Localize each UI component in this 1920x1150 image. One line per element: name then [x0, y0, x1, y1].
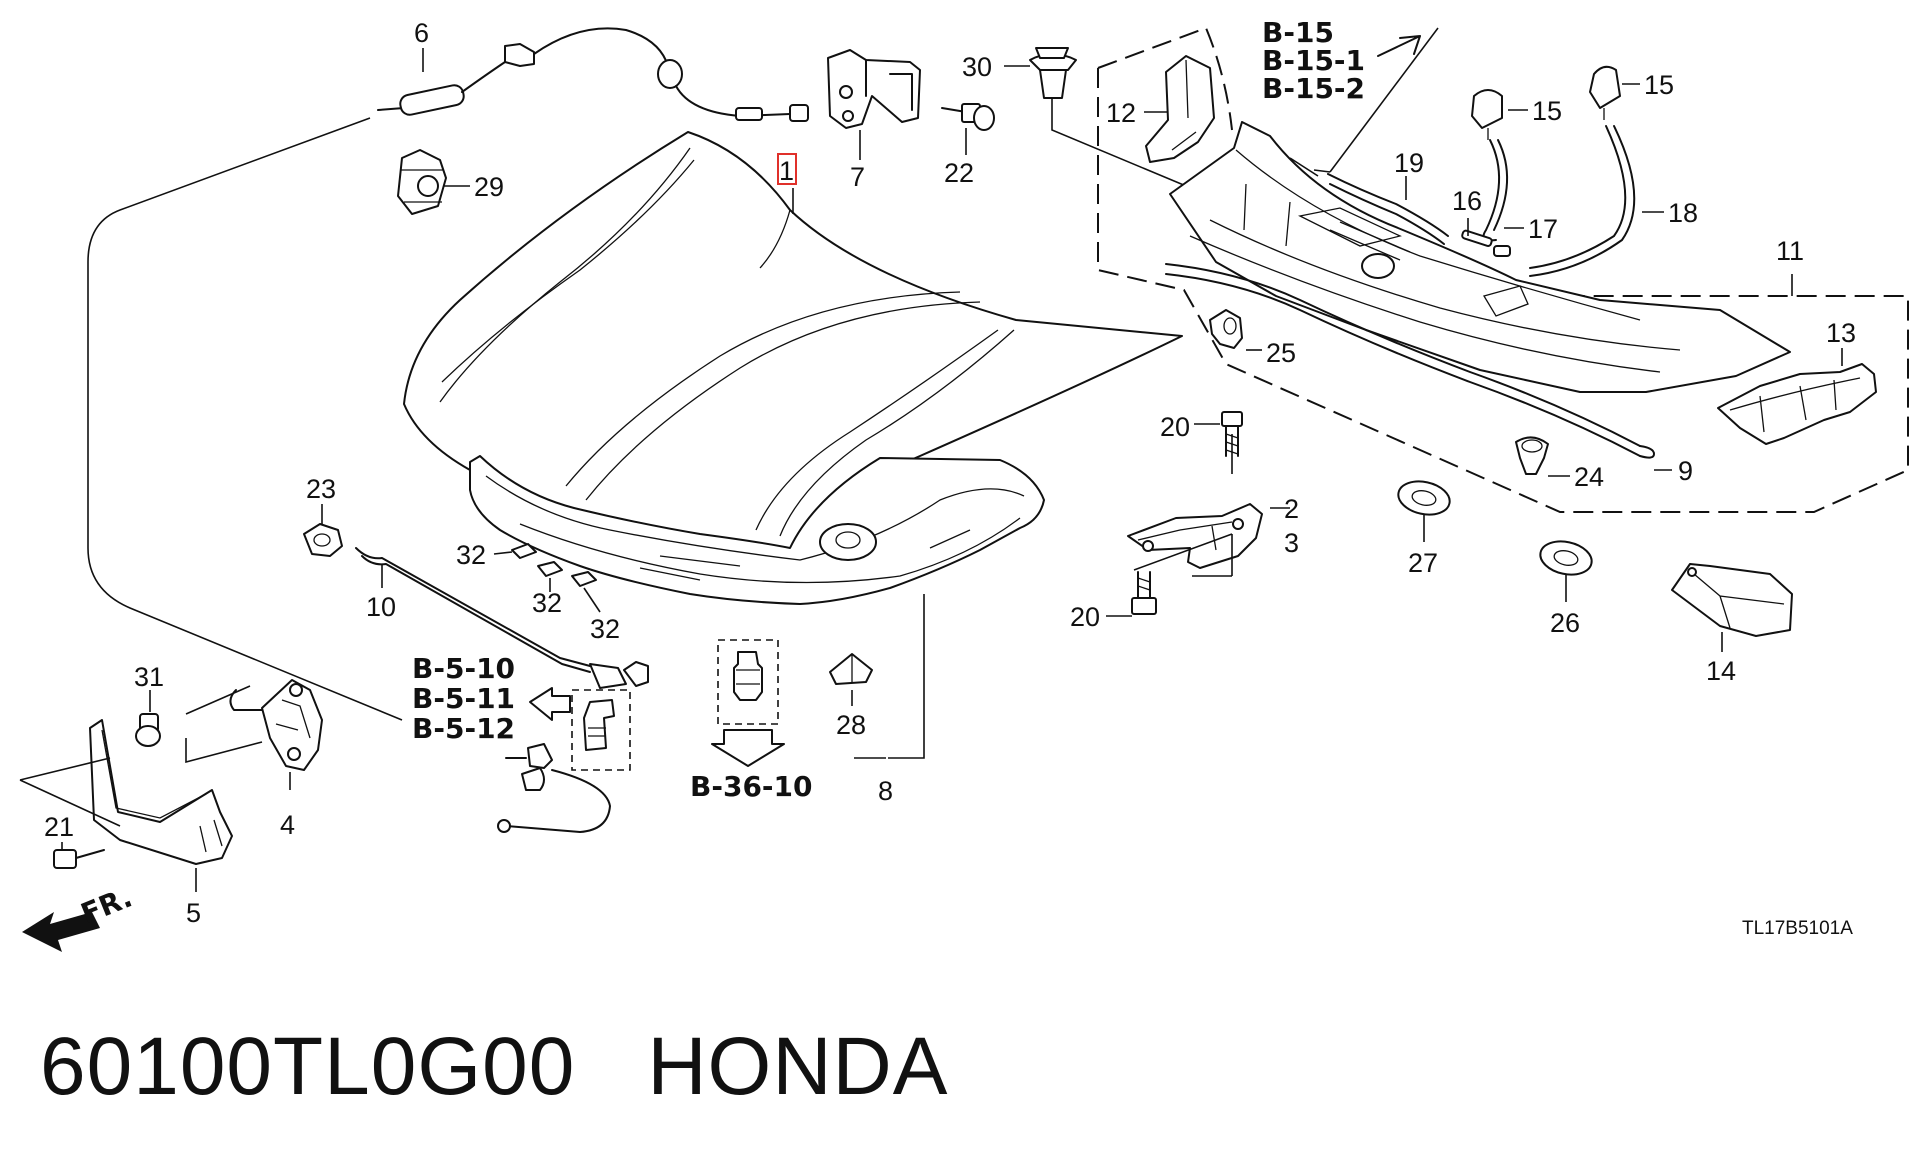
hood-stay [1127, 434, 1290, 577]
left-arrow [529, 687, 571, 721]
label-part-10: 10 [366, 592, 396, 622]
label-part-8: 8 [878, 776, 893, 806]
label-part-4: 4 [280, 810, 295, 840]
cowl-side-cover [1717, 348, 1877, 445]
label-part-16: 16 [1452, 186, 1482, 216]
hinge-bolt [941, 103, 995, 155]
ref-b15: B-15 [1262, 16, 1334, 49]
bump-stop-box [711, 639, 785, 767]
drawing-code: TL17B5101A [1742, 918, 1853, 939]
label-part-24: 24 [1574, 462, 1604, 492]
label-part-18: 18 [1668, 198, 1698, 228]
label-part-11: 11 [1776, 236, 1804, 266]
latch-bolt-21 [53, 842, 105, 869]
side-cover-14 [1671, 563, 1793, 652]
label-part-32c: 32 [590, 614, 620, 644]
retainer-clip-28 [829, 653, 873, 706]
label-part-32a: 32 [456, 540, 486, 570]
label-part-15b: 15 [1644, 70, 1674, 100]
label-part-7: 7 [850, 162, 865, 192]
label-part-12: 12 [1106, 98, 1136, 128]
label-part-25: 25 [1266, 338, 1296, 368]
leader-outline-left [87, 117, 403, 721]
cowl-clip-24 [1515, 436, 1570, 477]
brand-name: HONDA [647, 1021, 949, 1112]
label-part-17: 17 [1528, 214, 1558, 244]
footer: 60100TL0G00 HONDA [40, 1020, 948, 1114]
label-part-23: 23 [306, 474, 336, 504]
hood-insulator [469, 455, 1045, 759]
latch-bracket [19, 719, 233, 892]
label-part-13: 13 [1826, 318, 1856, 348]
label-part-22: 22 [944, 158, 974, 188]
label-part-2: 2 [1284, 494, 1299, 524]
label-part-20b: 20 [1070, 602, 1100, 632]
part-number: 60100TL0G00 [40, 1021, 576, 1112]
label-part-3: 3 [1284, 528, 1299, 558]
highlight-box [777, 153, 797, 185]
inner-release-cable [497, 743, 611, 833]
hood-latch [185, 679, 323, 790]
spacers-32 [493, 543, 601, 613]
label-part-20a: 20 [1160, 412, 1190, 442]
ref-b5-11: B-5-11 [412, 682, 515, 715]
label-part-30: 30 [962, 52, 992, 82]
label-part-32b: 32 [532, 588, 562, 618]
ref-b36-10: B-36-10 [690, 770, 813, 803]
label-part-27: 27 [1408, 548, 1438, 578]
washer-tubes [1327, 125, 1664, 277]
cable-clip [397, 149, 470, 215]
cowl-clip-25 [1209, 309, 1262, 351]
label-part-15a: 15 [1532, 96, 1562, 126]
label-part-29: 29 [474, 172, 504, 202]
ref-b15-2: B-15-2 [1262, 72, 1365, 105]
ref-b5-10: B-5-10 [412, 652, 515, 685]
label-part-28: 28 [836, 710, 866, 740]
push-clip [1004, 47, 1211, 197]
cowl-top [1169, 121, 1791, 393]
hood-support-rod [355, 547, 649, 689]
label-part-19: 19 [1394, 148, 1424, 178]
release-handle-box [529, 687, 631, 771]
label-part-5: 5 [186, 898, 201, 928]
front-marker: FR. [22, 880, 137, 952]
b15-arrow [1289, 27, 1439, 177]
down-arrow [711, 729, 785, 767]
label-part-9: 9 [1678, 456, 1693, 486]
ref-b15-1: B-15-1 [1262, 44, 1365, 77]
hood-hinge [827, 49, 921, 160]
grommet-26 [1539, 540, 1593, 602]
hood-panel [403, 131, 1183, 555]
label-part-26: 26 [1550, 608, 1580, 638]
washer-nozzle-right [1589, 65, 1640, 120]
label-part-31: 31 [134, 662, 164, 692]
label-part-14: 14 [1706, 656, 1736, 686]
cowl-seal [1165, 263, 1672, 471]
clip-23 [303, 504, 343, 557]
hood-release-cable [377, 27, 809, 122]
label-part-6: 6 [414, 18, 429, 48]
cowl-group-outline [1097, 26, 1909, 513]
front-marker-text: FR. [76, 880, 136, 930]
label-part-1: 1 [779, 156, 794, 186]
label-part-21: 21 [44, 812, 74, 842]
cowl-bracket [1144, 55, 1215, 163]
washer-nozzle-left [1471, 89, 1528, 140]
latch-bolt-31 [135, 690, 161, 747]
ref-b5-12: B-5-12 [412, 712, 515, 745]
stay-bolt-upper [1194, 411, 1243, 457]
grommet-27 [1397, 480, 1451, 542]
stay-bolt-lower [1106, 571, 1157, 617]
